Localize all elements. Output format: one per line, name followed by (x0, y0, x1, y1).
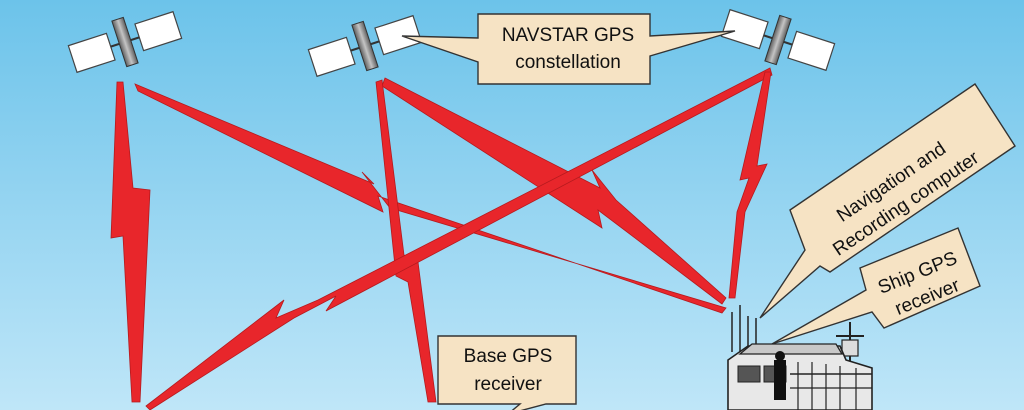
callout-base-line1: Base GPS (464, 346, 553, 367)
satellite-icon (67, 10, 183, 74)
callout-bubble (401, 13, 736, 85)
callout-bubble (759, 83, 1016, 319)
callout-bubble (437, 335, 577, 410)
callout-constellation-line2: constellation (515, 52, 621, 73)
satellite-icon (720, 8, 836, 72)
signal-beams (110, 67, 773, 410)
ship-icon (727, 305, 873, 410)
signal-left-to-ship (134, 83, 727, 314)
callout-bubble (771, 227, 981, 345)
signal-left-down (110, 81, 151, 403)
signal-right-down (728, 71, 772, 299)
callout-constellation: NAVSTAR GPS constellation (401, 13, 736, 85)
signal-base-to-right (145, 67, 773, 410)
callout-base-line2: receiver (474, 374, 542, 395)
signal-mid-to-ship (381, 77, 727, 305)
callout-constellation-line1: NAVSTAR GPS (502, 25, 634, 46)
satellite-icon (307, 14, 423, 78)
callout-base-receiver: Base GPS receiver (437, 335, 577, 410)
